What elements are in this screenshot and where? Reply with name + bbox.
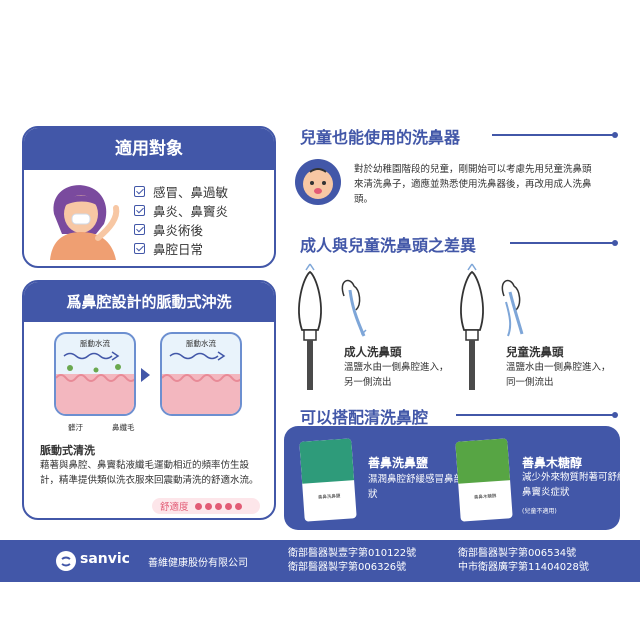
- rating-dot-icon: [234, 502, 242, 510]
- diagram-before: 脈動水流: [54, 332, 136, 416]
- license-number: 衛部醫器製壹字第010122號: [288, 548, 417, 559]
- pulse-irrigation-title: 爲鼻腔設計的脈動式沖洗: [24, 282, 274, 322]
- xylitol-product-desc: 減少外來物質附著可舒緩鼻竇炎症狀: [522, 472, 620, 498]
- rating-dot-icon: [194, 502, 202, 510]
- xylitol-product-note: (兒童不適用): [522, 508, 557, 515]
- title-divider: [510, 242, 616, 244]
- checkbox-icon: [134, 186, 145, 197]
- list-item: 鼻腔日常: [134, 239, 228, 258]
- pulse-description: 藉著與鼻腔、鼻竇黏液纖毛運動相近的頻率仿生設計，精準提供類似洗衣服來回震動清洗的…: [40, 460, 259, 486]
- checkbox-icon: [134, 243, 145, 254]
- nozzle-section-title: 成人與兒童洗鼻頭之差異: [300, 236, 477, 255]
- nozzle-illustrations: [298, 263, 524, 390]
- xylitol-product-name: 善鼻木糖醇: [522, 456, 583, 470]
- pulse-irrigation-panel: 爲鼻腔設計的脈動式沖洗 脈動水流 脈動水流 髒汙: [22, 280, 276, 520]
- list-item: 感冒、鼻過敏: [134, 182, 228, 201]
- adult-nozzle-text: 溫鹽水由一側鼻腔進入，另一側流出: [344, 362, 449, 388]
- salt-package-image: 善鼻洗鼻鹽: [299, 438, 357, 522]
- right-arrow-icon: [141, 368, 150, 382]
- company-name: 善維健康股份有限公司: [148, 558, 248, 569]
- brand-logo: sanvic: [80, 551, 130, 567]
- sanvic-logo-icon: [56, 551, 76, 571]
- kids-section-title: 兒童也能使用的洗鼻器: [300, 128, 461, 147]
- mucosa-after-illustration: [162, 351, 240, 414]
- nozzle-comparison: 成人洗鼻頭 溫鹽水由一側鼻腔進入，另一側流出 兒童洗鼻頭 溫鹽水由一側鼻腔進入，…: [290, 256, 620, 392]
- target-users-title: 適用對象: [24, 128, 274, 170]
- list-item: 鼻炎、鼻竇炎: [134, 201, 228, 220]
- title-divider: [456, 414, 616, 416]
- rating-dot-icon: [214, 502, 222, 510]
- target-users-list: 感冒、鼻過敏 鼻炎、鼻竇炎 鼻炎術後 鼻腔日常: [134, 182, 228, 258]
- mucosa-before-illustration: [56, 351, 134, 414]
- comfort-rating: 舒適度: [152, 498, 260, 514]
- title-dot-icon: [612, 240, 618, 246]
- target-users-panel: 適用對象 感冒、鼻過敏 鼻炎、鼻竇炎 鼻炎術後 鼻腔日常: [22, 126, 276, 268]
- legend-dirt: 髒汙: [68, 423, 83, 432]
- child-nozzle-title: 兒童洗鼻頭: [506, 345, 564, 359]
- license-number: 中市衛器廣字第11404028號: [458, 562, 589, 573]
- adult-nozzle-title: 成人洗鼻頭: [344, 345, 402, 359]
- xylitol-package-image: 善鼻木糖醇: [455, 438, 513, 522]
- kids-description: 對於幼稚園階段的兒童，剛開始可以考慮先用兒童洗鼻頭來清洗鼻子，適應並熟悉使用洗鼻…: [354, 164, 592, 205]
- license-number: 衛部醫器製字第006326號: [288, 562, 407, 573]
- legend-cilia: 鼻纖毛: [112, 423, 135, 432]
- footer: sanvic 善維健康股份有限公司 衛部醫器製壹字第010122號 衛部醫器製字…: [0, 540, 640, 582]
- title-dot-icon: [612, 132, 618, 138]
- rating-dot-icon: [204, 502, 212, 510]
- comfort-label: 舒適度: [160, 502, 189, 513]
- salt-product-desc: 濕潤鼻腔舒緩感冒鼻部症狀: [368, 474, 473, 500]
- salt-product-name: 善鼻洗鼻鹽: [368, 456, 429, 470]
- child-nozzle-text: 溫鹽水由一側鼻腔進入，同一側流出: [506, 362, 611, 388]
- person-illustration: [50, 185, 120, 260]
- title-dot-icon: [612, 412, 618, 418]
- rating-dot-icon: [224, 502, 232, 510]
- checkbox-icon: [134, 224, 145, 235]
- checkbox-icon: [134, 205, 145, 216]
- list-item: 鼻炎術後: [134, 220, 228, 239]
- license-number: 衛部醫器製字第006534號: [458, 548, 577, 559]
- title-divider: [492, 134, 616, 136]
- diagram-after: 脈動水流: [160, 332, 242, 416]
- pulse-subtitle: 脈動式清洗: [40, 444, 95, 457]
- child-face-icon: [295, 159, 341, 205]
- products-section-title: 可以搭配清洗鼻腔: [300, 408, 429, 427]
- products-panel: 善鼻洗鼻鹽 善鼻洗鼻鹽 濕潤鼻腔舒緩感冒鼻部症狀 善鼻木糖醇 善鼻木糖醇 減少外…: [284, 426, 620, 530]
- cilia-diagram: 脈動水流 脈動水流 髒汙 鼻纖毛: [54, 332, 250, 432]
